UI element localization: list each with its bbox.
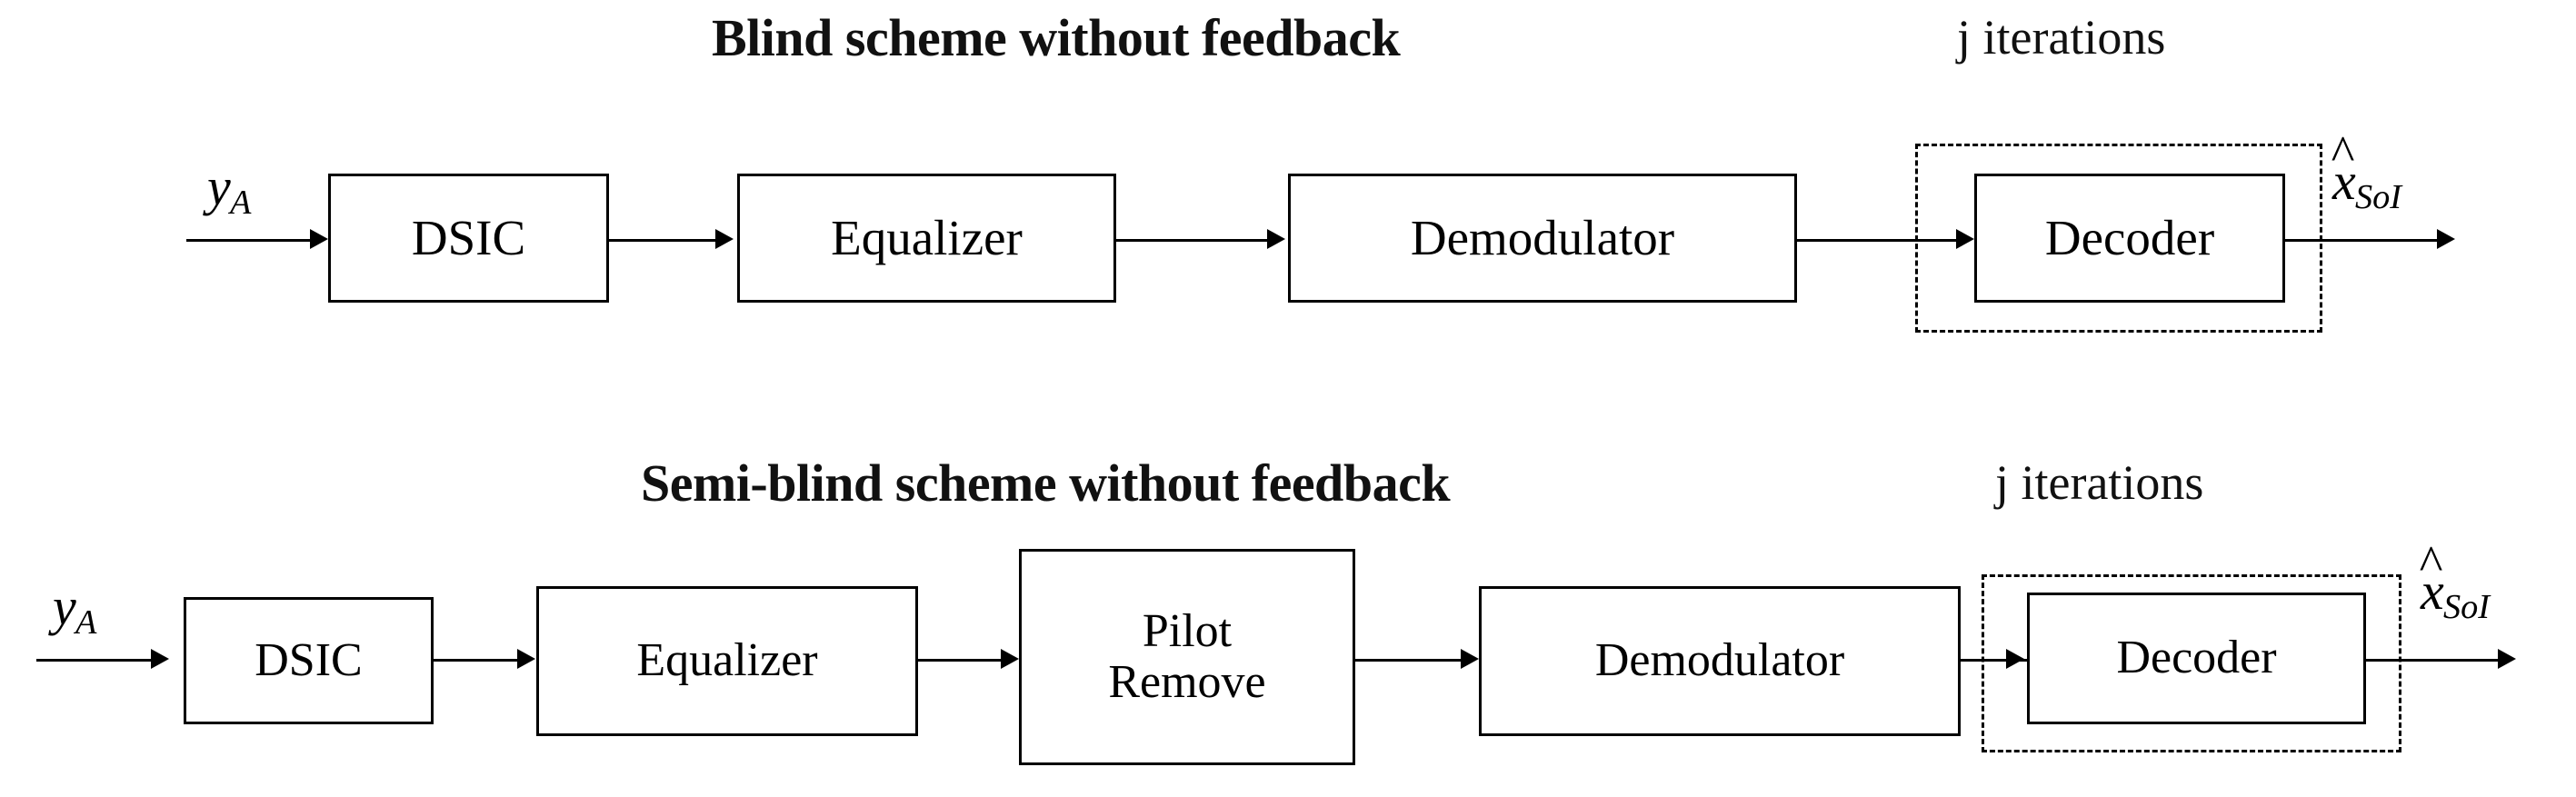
connector-input-to-dsic-blind — [186, 239, 314, 242]
output-label-base: x — [2421, 562, 2444, 621]
output-label-blind: ^xSoI — [2331, 125, 2402, 216]
arrowhead-dsic-to-equalizer-blind — [715, 229, 734, 249]
input-label-subscript: A — [230, 183, 252, 222]
block-dsic-semi-blind[interactable]: DSIC — [184, 597, 434, 724]
output-label-semi-blind: ^xSoI — [2420, 535, 2491, 626]
block-label: Equalizer — [636, 634, 818, 687]
input-label-base: y — [207, 157, 231, 216]
input-label-semi-blind: yA — [53, 576, 97, 642]
output-label-subscript: SoI — [2355, 177, 2402, 216]
iteration-label-semi-blind: j iterations — [1995, 455, 2204, 510]
arrowhead-input-to-dsic-blind — [310, 229, 328, 249]
block-decoder-semi-blind[interactable]: Decoder — [2027, 593, 2366, 724]
arrowhead-equalizer-to-pilot-remove-semi-blind — [1001, 649, 1019, 669]
connector-input-to-dsic-semi-blind — [36, 659, 155, 662]
input-label-subscript: A — [75, 603, 97, 642]
block-label: Decoder — [2116, 632, 2277, 684]
block-label: Equalizer — [831, 210, 1023, 266]
connector-equalizer-to-demodulator-blind — [1116, 239, 1269, 242]
iteration-label-blind: j iterations — [1957, 10, 2166, 65]
block-equalizer-semi-blind[interactable]: Equalizer — [536, 586, 918, 736]
connector-dsic-to-equalizer-semi-blind — [434, 659, 520, 662]
output-label-base-with-hat: ^x — [2420, 535, 2444, 622]
arrowhead-dsic-to-equalizer-semi-blind — [517, 649, 535, 669]
output-label-subscript: SoI — [2443, 587, 2491, 626]
connector-dsic-to-equalizer-blind — [609, 239, 718, 242]
arrowhead-demodulator-to-decoder-blind — [1956, 229, 1974, 249]
arrowhead-input-to-dsic-semi-blind — [151, 649, 169, 669]
block-dsic-blind[interactable]: DSIC — [328, 174, 609, 303]
connector-decoder-to-output-semi-blind — [2366, 659, 2501, 662]
connector-demodulator-to-decoder-semi-blind — [1961, 659, 2038, 662]
input-label-blind: yA — [207, 156, 252, 222]
iteration-group-box-semi-blind — [1982, 574, 2401, 752]
scheme-title-blind: Blind scheme without feedback — [712, 8, 1401, 67]
block-decoder-blind[interactable]: Decoder — [1974, 174, 2285, 303]
input-label-base: y — [53, 577, 76, 636]
block-demodulator-semi-blind[interactable]: Demodulator — [1479, 586, 1961, 736]
output-label-base: x — [2332, 152, 2356, 211]
connector-decoder-to-output-blind — [2285, 239, 2440, 242]
arrowhead-output-blind — [2437, 229, 2455, 249]
arrowhead-demodulator-to-decoder-semi-blind — [2006, 649, 2024, 669]
iteration-group-box-blind — [1915, 144, 2322, 333]
block-equalizer-blind[interactable]: Equalizer — [737, 174, 1116, 303]
block-label: Demodulator — [1410, 210, 1675, 266]
block-label: Demodulator — [1594, 634, 1845, 687]
block-label: DSIC — [255, 633, 363, 686]
connector-pilot-remove-to-demodulator-semi-blind — [1355, 659, 1464, 662]
output-label-base-with-hat: ^x — [2331, 125, 2356, 212]
hat-accent-icon: ^ — [2419, 535, 2443, 592]
arrowhead-pilot-remove-to-demodulator-semi-blind — [1461, 649, 1479, 669]
block-label: DSIC — [411, 210, 526, 266]
scheme-title-semi-blind: Semi-blind scheme without feedback — [641, 453, 1451, 513]
block-label: Decoder — [2044, 210, 2215, 266]
hat-accent-icon: ^ — [2331, 125, 2355, 182]
block-label: Pilot Remove — [1108, 604, 1266, 708]
arrowhead-equalizer-to-demodulator-blind — [1267, 229, 1285, 249]
block-pilot-remove-semi-blind[interactable]: Pilot Remove — [1019, 549, 1355, 765]
block-demodulator-blind[interactable]: Demodulator — [1288, 174, 1797, 303]
arrowhead-output-semi-blind — [2498, 649, 2516, 669]
connector-equalizer-to-pilot-remove-semi-blind — [918, 659, 1004, 662]
connector-demodulator-to-decoder-blind — [1797, 239, 1961, 242]
